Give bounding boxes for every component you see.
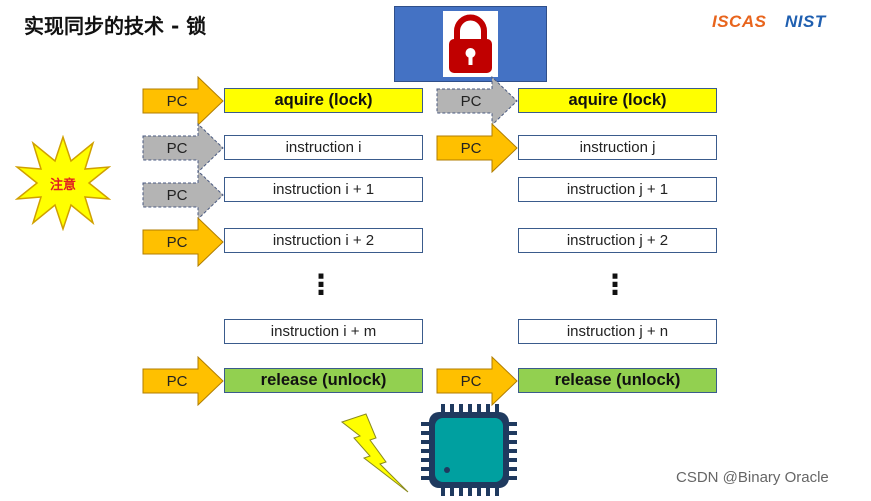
attention-star-icon: [14, 134, 112, 232]
watermark: CSDN @Binary Oracle: [676, 469, 829, 486]
cpu-chip-icon: [421, 404, 517, 496]
pc-arrow-right-1: PC: [436, 76, 518, 126]
right-instruction-3: instruction j + 2: [518, 228, 717, 253]
right-instruction-1: instruction j: [518, 135, 717, 160]
lock-image: [394, 6, 547, 82]
right-ellipsis: ⋮: [601, 269, 629, 300]
left-instruction-4: instruction i + m: [224, 319, 423, 344]
cpu-chip: [421, 404, 517, 496]
pc-arrow-right-3: PC: [436, 356, 518, 406]
pc-arrow-left-2: PC: [142, 123, 224, 173]
right-release-unlock: release (unlock): [518, 368, 717, 393]
pc-arrow-right-2: PC: [436, 123, 518, 173]
iscas-logo: ISCAS: [712, 12, 767, 31]
pc-arrow-left-5: PC: [142, 356, 224, 406]
left-instruction-2: instruction i + 1: [224, 177, 423, 202]
lock-icon: [449, 14, 492, 73]
lightning-bolt: [340, 412, 410, 494]
nist-logo: NIST: [785, 12, 826, 31]
lightning-bolt-icon: [340, 413, 409, 493]
attention-label: 注意: [49, 177, 76, 193]
pc-arrow-left-3: PC: [142, 170, 224, 220]
left-instruction-1: instruction i: [224, 135, 423, 160]
pc-arrow-left-1: PC: [142, 76, 224, 126]
left-release-unlock: release (unlock): [224, 368, 423, 393]
pc-arrow-left-4: PC: [142, 217, 224, 267]
right-instruction-2: instruction j + 1: [518, 177, 717, 202]
left-acquire-lock: aquire (lock): [224, 88, 423, 113]
right-acquire-lock: aquire (lock): [518, 88, 717, 113]
right-instruction-4: instruction j + n: [518, 319, 717, 344]
left-ellipsis: ⋮: [307, 269, 335, 300]
page-title: 实现同步的技术 - 锁: [24, 14, 207, 38]
attention-star: 注意: [14, 134, 112, 232]
left-instruction-3: instruction i + 2: [224, 228, 423, 253]
